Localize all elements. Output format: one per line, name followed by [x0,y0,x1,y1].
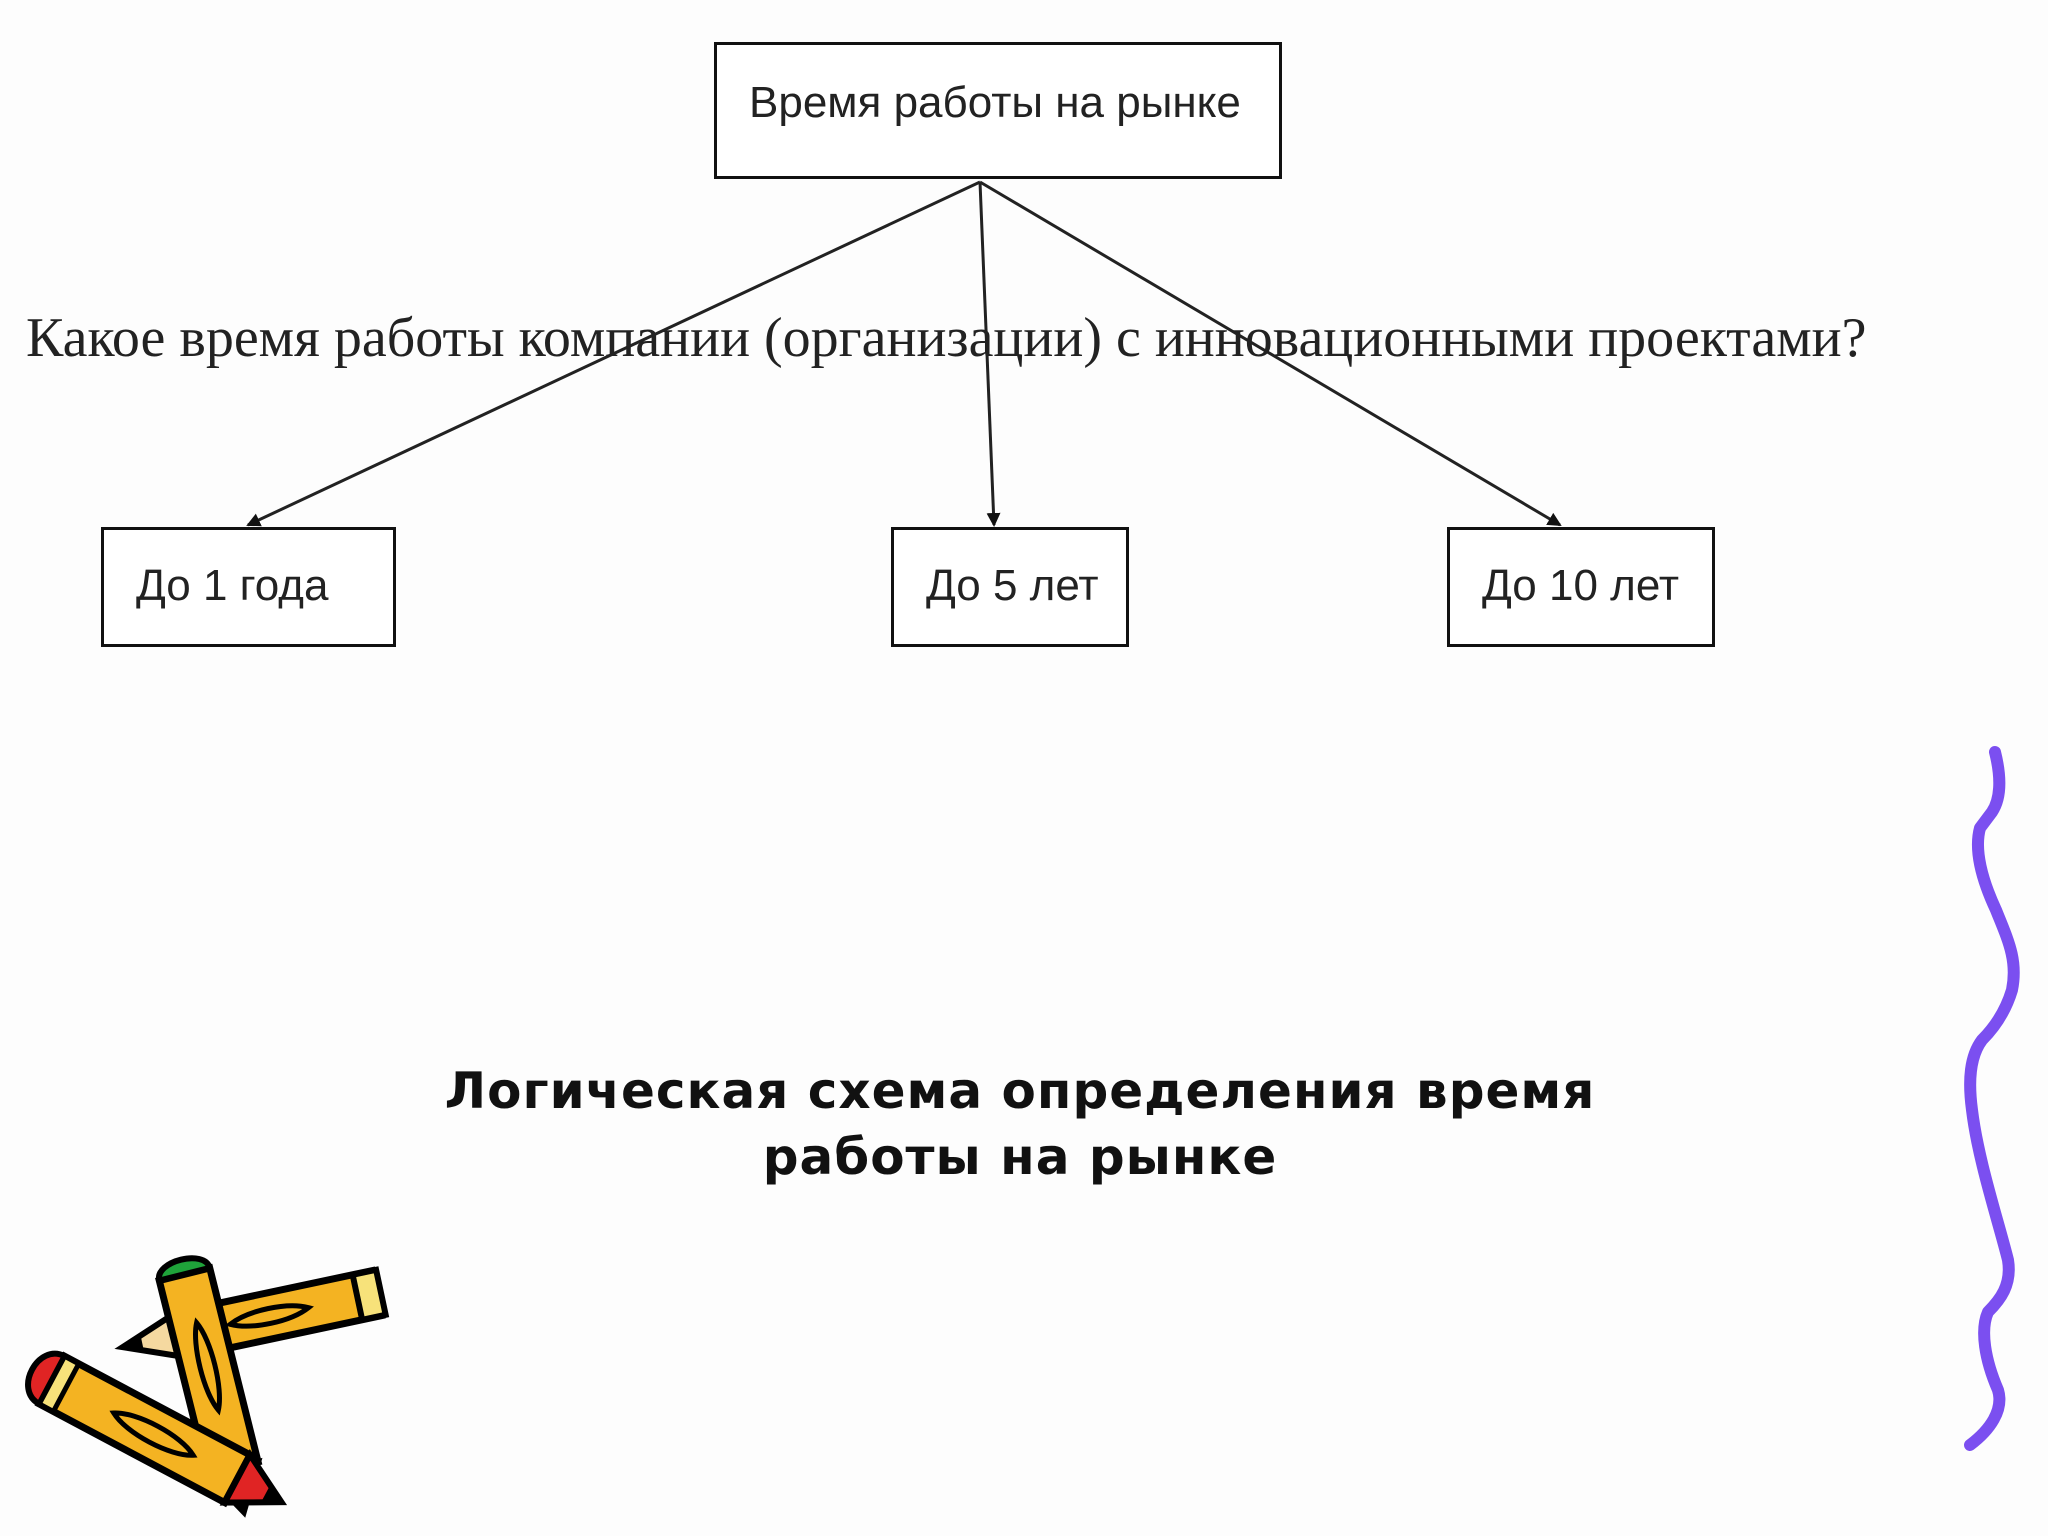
child-node-1-year: До 1 года [101,527,396,647]
diagram-caption: Логическая схема определения время работ… [300,1058,1740,1190]
child-node-label: До 10 лет [1482,561,1679,610]
child-node-5-years: До 5 лет [891,527,1129,647]
child-node-label: До 5 лет [926,561,1099,610]
child-node-10-years: До 10 лет [1447,527,1715,647]
caption-line-1: Логическая схема определения время [444,1062,1596,1120]
question-text: Какое время работы компании (организации… [26,307,1867,369]
child-node-label: До 1 года [136,561,329,610]
root-node: Время работы на рынке [714,42,1282,179]
wavy-line-icon [1964,746,2020,1451]
arrow-to-child-2 [978,181,1001,527]
pencils-icon [25,1255,390,1518]
arrow-to-child-1 [246,180,981,527]
arrow-to-child-3 [979,180,1562,527]
root-node-label: Время работы на рынке [749,78,1241,127]
caption-line-2: работы на рынке [762,1128,1278,1186]
